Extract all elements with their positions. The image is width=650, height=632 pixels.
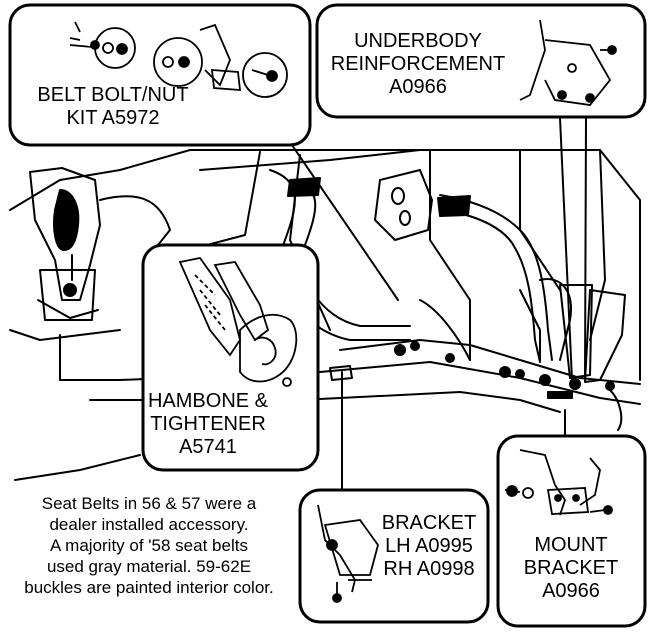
seat-belt-note: Seat Belts in 56 & 57 were a dealer inst… [4, 493, 294, 598]
hambone-label-line2: TIGHTENER [150, 413, 266, 435]
callout-box-belt-kit [8, 3, 312, 147]
callout-box-underbody [315, 3, 647, 119]
underbody-label-line2: REINFORCEMENT [330, 53, 506, 75]
mount-bracket-label-line2: BRACKET [523, 557, 619, 579]
underbody-label: UNDERBODY REINFORCEMENT A0966 [318, 30, 518, 99]
callout-box-hambone [141, 243, 320, 472]
belt-kit-label-line1: BELT BOLT/NUT [37, 84, 189, 106]
underbody-label-line1: UNDERBODY [354, 30, 482, 52]
mount-bracket-label-line1: MOUNT [534, 534, 608, 556]
leader-underbody-2 [584, 117, 587, 379]
anchor-plate [374, 169, 433, 241]
bracket-lh-rh-illustration [317, 504, 379, 603]
mount-bracket-label: MOUNT BRACKET A0966 [508, 534, 634, 603]
bracket-label-line2: LH A0995 [385, 535, 473, 557]
belt-kit-parts-illustration [69, 21, 288, 98]
mount-bracket-illustration [504, 449, 613, 516]
floor-pan-illustration [9, 149, 641, 481]
underbody-label-line3: A0966 [389, 76, 447, 98]
belt-kit-label-line2: KIT A5972 [66, 107, 160, 129]
belt-kit-label: BELT BOLT/NUT KIT A5972 [18, 84, 208, 130]
leader-underbody-1 [559, 117, 573, 381]
bracket-label: BRACKET LH A0995 RH A0998 [378, 512, 480, 581]
note-line4: used gray material. 59-62E [46, 557, 252, 576]
hambone-label-line3: A5741 [179, 436, 237, 458]
floor-bolts [394, 341, 615, 391]
left-anchor-bracket [29, 167, 101, 321]
note-line2: dealer installed accessory. [49, 515, 249, 534]
note-line5: buckles are painted interior color. [24, 578, 274, 597]
right-belt-strap [437, 194, 572, 363]
callout-box-mount [496, 434, 647, 628]
mount-bracket-label-line3: A0966 [542, 580, 600, 602]
hambone-tightener-illustration [178, 257, 298, 387]
note-line3: A majority of '58 seat belts [50, 536, 248, 555]
bracket-label-line1: BRACKET [381, 512, 477, 534]
callout-box-bracket [298, 488, 490, 624]
note-line1: Seat Belts in 56 & 57 were a [41, 494, 257, 513]
hambone-label: HAMBONE & TIGHTENER A5741 [143, 390, 273, 459]
underbody-reinforcement-illustration [519, 19, 617, 106]
hambone-label-line1: HAMBONE & [147, 390, 269, 412]
bracket-label-line3: RH A0998 [383, 558, 475, 580]
